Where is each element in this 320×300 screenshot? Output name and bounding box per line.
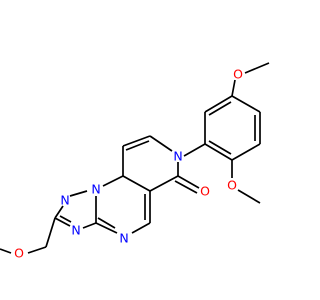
bond-c5-n (131, 222, 151, 234)
bond-c2-ch2 (45, 217, 56, 248)
bond-ar6 (204, 95, 233, 113)
bond-ch-ch-inner (125, 140, 150, 151)
bond-n1-n2 (69, 190, 88, 197)
bond-carbonyl-1 (177, 175, 200, 189)
bond-o-ch3 (0, 248, 12, 254)
atom-o-carbonyl: O (200, 184, 210, 199)
bond-c4a-c6 (149, 175, 179, 192)
atom-n-triazole-1: N (91, 182, 100, 197)
atom-n-pyridone: N (173, 149, 182, 164)
bond-ar4 (204, 143, 233, 161)
bond-ch2-o (27, 246, 47, 254)
bond-n1-c9a (102, 175, 124, 187)
atom-n-triazole-3: N (71, 223, 80, 238)
bond-lines (0, 62, 270, 254)
atom-o-methoxymethyl: O (14, 246, 24, 261)
bond-c2-n3-inner (59, 215, 72, 223)
bond-ch-ch (122, 135, 151, 147)
bond-c2-n3 (54, 217, 71, 227)
molecule-diagram: O N O O N N N N O (0, 62, 270, 261)
bond-methyl-o-upper (244, 62, 270, 74)
atom-o-methoxy-lower: O (227, 178, 237, 193)
bond-n-ch (149, 135, 173, 152)
bond-n-c3a-inner (97, 217, 116, 229)
atom-labels: O N O O N N N N O (14, 67, 243, 261)
atom-o-methoxy-upper: O (233, 67, 243, 82)
atom-n-pyrimidine: N (119, 231, 128, 246)
bond-o-upper-ring (231, 79, 236, 97)
bond-ar4-inner (208, 140, 232, 155)
bond-o-lower-methyl (237, 189, 261, 204)
bond-n3-c3a (82, 222, 97, 229)
bond-aryl-n (183, 143, 206, 157)
bond-n-c3a (95, 222, 118, 234)
bond-ar6-inner (208, 101, 232, 116)
bond-n2-c2 (54, 205, 64, 219)
bond-carbonyl-2 (174, 180, 198, 194)
bond-c9a-c4a (122, 175, 151, 192)
bond-ar3 (231, 143, 261, 161)
bond-ar1 (231, 95, 261, 113)
atom-n-triazole-2: N (60, 193, 69, 208)
